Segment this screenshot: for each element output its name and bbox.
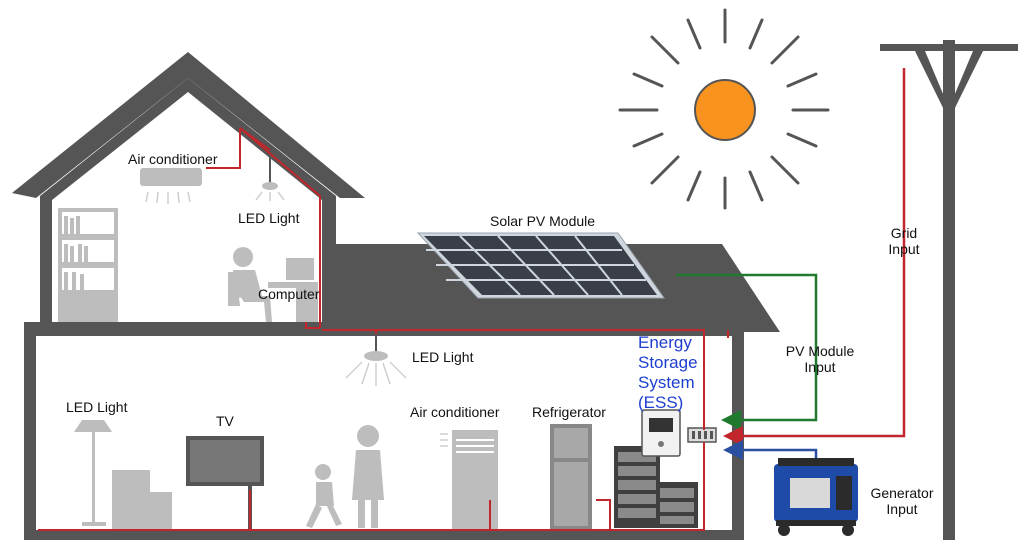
ess-battery-stack-icon — [614, 446, 698, 528]
label-pv-module-input-line2: Input — [804, 359, 835, 375]
house — [12, 52, 780, 540]
breaker-box-icon — [687, 427, 717, 443]
label-tv: TV — [216, 413, 235, 429]
label-ess-line1: Energy — [638, 333, 692, 352]
grid-input-line — [723, 68, 906, 446]
ess-inverter-icon — [641, 409, 681, 457]
utility-pole-icon — [880, 40, 1018, 540]
upper-roof — [12, 52, 365, 198]
solar-pv-panel — [416, 232, 665, 299]
generator-input-line — [723, 440, 818, 460]
label-ess-line2: Storage — [638, 353, 698, 372]
label-led-light-floor: LED Light — [66, 399, 128, 415]
label-computer: Computer — [258, 286, 320, 302]
led-light-ceiling-icon — [345, 332, 407, 386]
armchair-icon — [112, 470, 172, 530]
label-air-conditioner-lower: Air conditioner — [410, 404, 500, 420]
computer-desk-icon — [228, 247, 318, 322]
led-light-upper-icon — [255, 150, 285, 201]
label-solar-pv-module: Solar PV Module — [490, 213, 595, 229]
label-led-light-ceiling: LED Light — [412, 349, 474, 365]
label-ess-line3: System — [638, 373, 695, 392]
upper-interior — [52, 92, 322, 322]
air-conditioner-upper-icon — [140, 168, 202, 186]
refrigerator-icon — [550, 424, 592, 530]
label-generator-input-line1: Generator — [870, 485, 933, 501]
generator-icon — [774, 458, 858, 536]
floor-lamp-icon — [74, 420, 112, 526]
pv-input-line — [676, 273, 818, 430]
label-pv-module-input-line1: PV Module — [786, 343, 855, 359]
bookshelf-icon — [58, 208, 118, 322]
ac-airflow-upper — [145, 191, 191, 204]
ac-wiring — [38, 127, 729, 531]
sun-icon — [618, 8, 830, 210]
family-icon — [306, 425, 384, 528]
label-generator-input-line2: Input — [886, 501, 917, 517]
tv-icon — [186, 436, 264, 530]
label-refrigerator: Refrigerator — [532, 404, 606, 420]
label-grid-input-line2: Input — [888, 241, 919, 257]
label-led-light-upper: LED Light — [238, 210, 300, 226]
label-air-conditioner-upper: Air conditioner — [128, 151, 218, 167]
label-grid-input-line1: Grid — [891, 225, 917, 241]
label-ess-line4: (ESS) — [638, 393, 683, 412]
